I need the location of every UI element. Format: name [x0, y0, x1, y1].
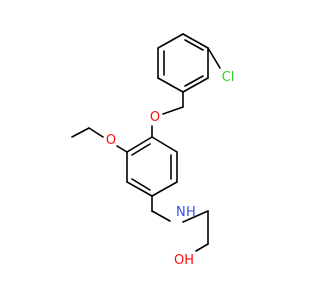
bond-ch2-ch3 — [71, 127, 90, 138]
bond-ch2-oh — [195, 243, 209, 252]
double-bond — [184, 39, 204, 51]
chlorobenzyl-ring — [157, 33, 209, 93]
bond — [182, 33, 209, 49]
ethoxyphenyl-ring — [126, 136, 178, 197]
ethoxy-oxygen-label: O — [106, 133, 116, 148]
amine-hydrogen-label: H — [186, 205, 196, 220]
bond — [157, 77, 184, 93]
bond — [126, 136, 153, 153]
double-bond — [184, 75, 204, 87]
bond-ch2-n — [151, 210, 171, 222]
bond-ring-o — [116, 145, 128, 153]
molecule-structure: Cl O O N H OH — [71, 33, 235, 268]
chlorine-label: Cl — [222, 70, 235, 85]
bond — [157, 33, 184, 49]
double-bond — [131, 143, 151, 156]
bond — [126, 181, 153, 197]
amine-nh: N H — [176, 205, 196, 220]
bond-ch2-o — [162, 106, 184, 115]
amine-nitrogen-label: N — [176, 205, 186, 220]
ether-oxygen-label: O — [150, 110, 160, 125]
bond-n-ch2 — [182, 210, 209, 223]
bond — [151, 181, 178, 197]
bond — [182, 77, 209, 93]
double-bond — [131, 178, 151, 191]
hydroxyl-label: OH — [174, 253, 194, 268]
bond — [151, 136, 178, 153]
bond-c-cl — [207, 47, 221, 69]
bond-o-ch2 — [88, 127, 104, 138]
